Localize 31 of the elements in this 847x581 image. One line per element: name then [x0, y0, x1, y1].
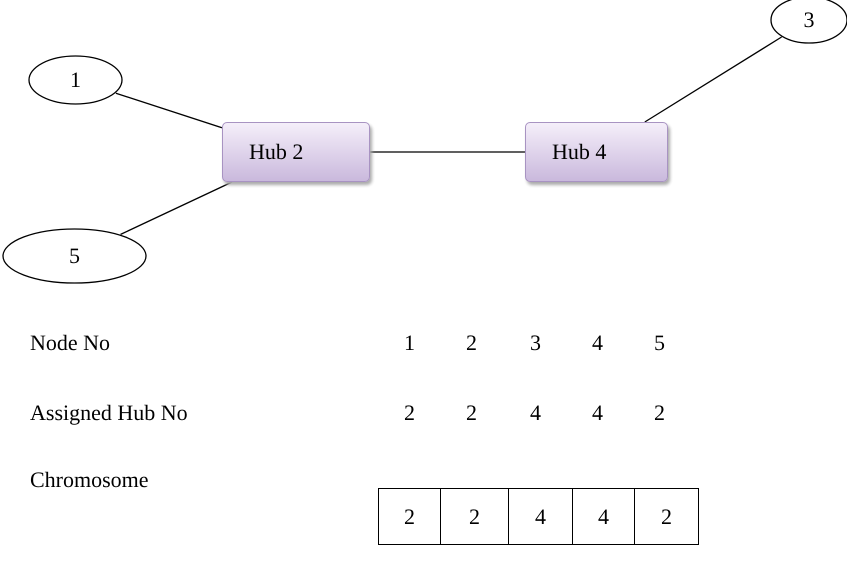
connector-line — [370, 151, 525, 153]
table-value: 3 — [530, 330, 541, 356]
table-value: 4 — [592, 400, 603, 426]
row-header: Assigned Hub No — [30, 400, 188, 426]
gene-cell: 4 — [572, 488, 635, 545]
table-value: 2 — [466, 400, 477, 426]
row-header: Node No — [30, 330, 110, 356]
node-label: Hub 2 — [249, 139, 304, 165]
hub-box — [525, 122, 668, 182]
hub-box — [222, 122, 370, 182]
gene-cell: 2 — [440, 488, 509, 545]
node-ellipse — [2, 228, 147, 284]
table-value: 1 — [404, 330, 415, 356]
connector-line — [644, 36, 782, 123]
node-label: 3 — [804, 7, 814, 33]
gene-cell: 4 — [508, 488, 573, 545]
table-value: 2 — [654, 400, 665, 426]
table-value: 2 — [466, 330, 477, 356]
table-value: 2 — [404, 400, 415, 426]
node-label: 1 — [70, 67, 81, 93]
node-label: 5 — [69, 243, 80, 269]
table-value: 4 — [530, 400, 541, 426]
gene-cell: 2 — [634, 488, 699, 545]
table-value: 5 — [654, 330, 665, 356]
node-ellipse — [28, 55, 123, 105]
table-value: 4 — [592, 330, 603, 356]
row-header: Chromosome — [30, 467, 149, 493]
node-label: Hub 4 — [552, 139, 606, 165]
gene-cell: 2 — [378, 488, 441, 545]
connector-line — [116, 92, 222, 128]
connector-line — [120, 181, 232, 235]
